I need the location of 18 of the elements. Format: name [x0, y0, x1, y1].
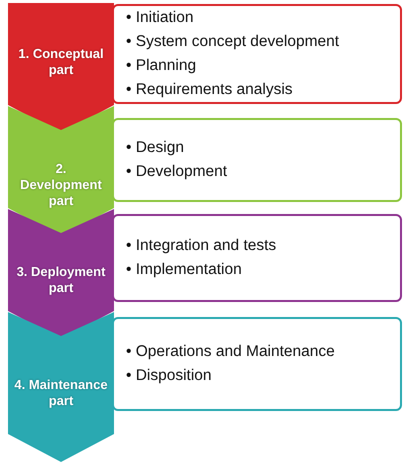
bullet-item: • System concept development — [126, 32, 340, 52]
list-panel — [112, 118, 402, 202]
step-label: 4. Maintenance part — [14, 377, 108, 409]
bullet-item: • Initiation — [126, 8, 194, 28]
bullet-item: • Disposition — [126, 366, 213, 386]
list-panel — [112, 4, 402, 104]
step-label: 3. Deployment part — [16, 264, 106, 296]
bullet-item: • Design — [126, 138, 185, 158]
step-label: 2. Development part — [19, 161, 103, 209]
bullet-item: • Integration and tests — [126, 236, 276, 256]
list-panel — [112, 317, 402, 411]
bullet-item: • Requirements analysis — [126, 80, 294, 100]
list-panel — [112, 214, 402, 302]
bullet-item: • Planning — [126, 56, 198, 76]
bullet-item: • Development — [126, 162, 228, 182]
bullet-item: • Implementation — [126, 260, 243, 280]
step-label: 1. Conceptual part — [17, 46, 105, 78]
bullet-item: • Operations and Maintenance — [126, 342, 335, 362]
